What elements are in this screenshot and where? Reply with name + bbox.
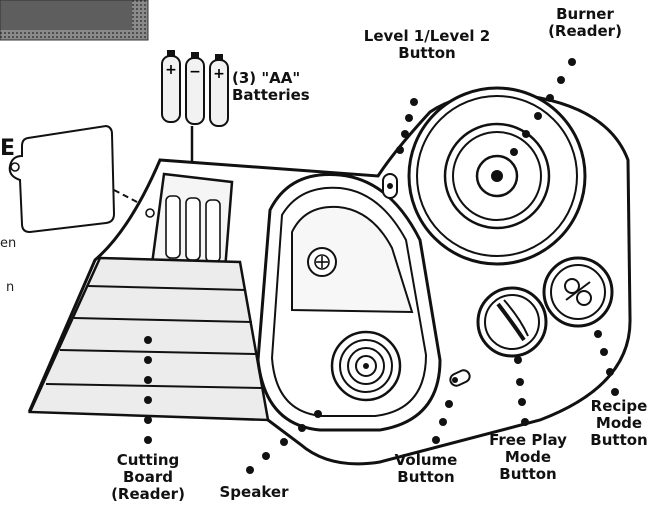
label-line: Mode xyxy=(504,448,552,466)
label-line: Cutting xyxy=(116,451,180,469)
burner-icon[interactable] xyxy=(407,86,587,266)
label-line: Batteries xyxy=(232,86,310,104)
label-line: Board xyxy=(123,468,173,486)
battery-compartment xyxy=(150,172,234,272)
battery-icon xyxy=(185,52,205,125)
label-line: (Reader) xyxy=(111,485,185,503)
recipe-icon[interactable] xyxy=(542,256,614,328)
battery-sign: − xyxy=(189,64,201,80)
speaker-label: Speaker xyxy=(212,484,296,501)
leader-lines xyxy=(144,58,619,474)
label-line: Button xyxy=(590,431,648,449)
label-line: (Reader) xyxy=(548,22,622,40)
battery-sign: + xyxy=(213,66,225,82)
cropped-margin-text: en xyxy=(0,236,17,251)
battery-icon xyxy=(209,54,229,127)
free-play-icon[interactable] xyxy=(476,286,548,358)
free-play-mode-label: Free Play Mode Button xyxy=(488,432,568,483)
cutting-board-label: Cutting Board (Reader) xyxy=(108,452,188,503)
level-button-label: Level 1/Level 2 Button xyxy=(352,28,502,62)
cropped-margin-text: n xyxy=(6,280,15,295)
battery-sign: + xyxy=(165,62,177,78)
volume-switch[interactable] xyxy=(448,368,471,387)
batteries-label: (3) "AA" Batteries xyxy=(232,70,310,104)
label-line: Free Play xyxy=(489,431,567,449)
label-line: (3) "AA" xyxy=(232,69,301,87)
label-line: Button xyxy=(397,468,455,486)
label-line: Level 1/Level 2 xyxy=(363,27,491,45)
label-line: Mode xyxy=(595,414,643,432)
label-line: Burner xyxy=(556,5,614,23)
knob-icon xyxy=(307,247,337,277)
volume-button-label: Volume Button xyxy=(390,452,462,486)
speaker-grille-icon xyxy=(330,330,402,402)
screw-icon xyxy=(145,208,155,218)
burner-label: Burner (Reader) xyxy=(545,6,625,40)
photo-strip xyxy=(0,0,149,41)
aa-batteries: + − + xyxy=(161,50,229,192)
label-line: Button xyxy=(499,465,557,483)
label-line: Button xyxy=(398,44,456,62)
battery-icon xyxy=(161,50,181,123)
label-line: Volume xyxy=(394,451,458,469)
label-line: Speaker xyxy=(219,483,289,501)
label-line: Recipe xyxy=(590,397,648,415)
recipe-mode-label: Recipe Mode Button xyxy=(590,398,648,449)
cropped-heading-letter: E xyxy=(0,136,16,161)
level-button[interactable] xyxy=(382,173,398,199)
